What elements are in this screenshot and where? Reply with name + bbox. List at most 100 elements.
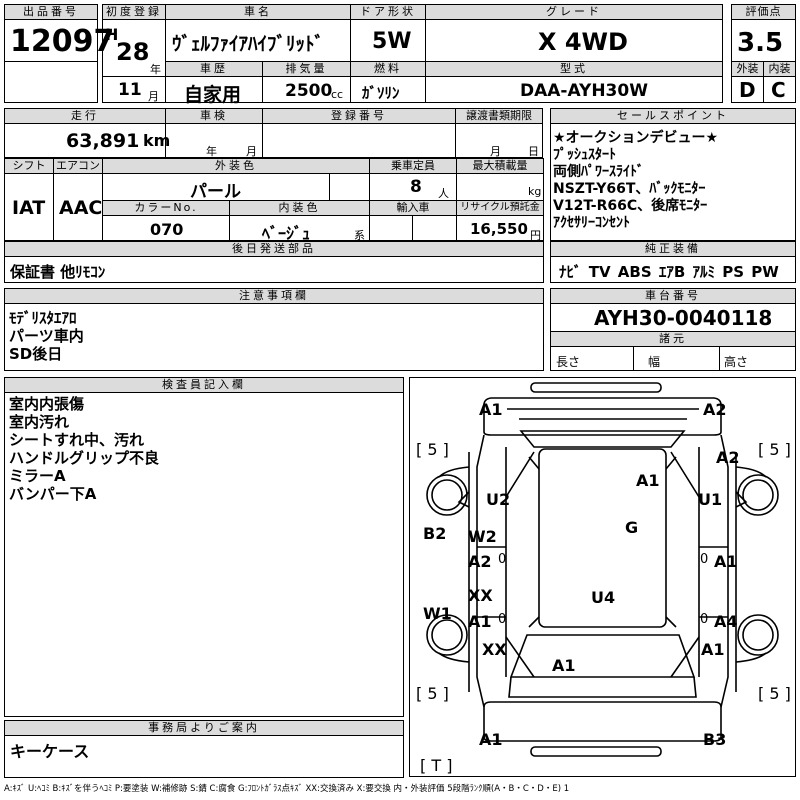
- grade-label: グレード: [425, 4, 723, 20]
- mark-o3: 0: [498, 612, 507, 627]
- recycle-unit: 円: [530, 229, 541, 242]
- recycle-cell: [456, 215, 544, 241]
- model-label: 型式: [425, 61, 723, 77]
- fuel-label: 燃料: [350, 61, 426, 77]
- name-label: 車名: [165, 4, 351, 20]
- equip-label: 純正装備: [550, 241, 796, 257]
- front-left-wheel: [426, 474, 468, 516]
- seats: 8: [410, 177, 422, 197]
- cc-unit: cc: [331, 88, 344, 101]
- door-lines: [505, 447, 700, 677]
- damage-b2: B2: [423, 524, 447, 543]
- damage-b3: B3: [703, 730, 727, 749]
- intcolor-unit: 系: [354, 229, 365, 242]
- grade: X 4WD: [538, 28, 628, 56]
- exterior-label: 外装: [731, 61, 764, 77]
- import-label: 輸入車: [369, 200, 457, 216]
- regno-label: 登録番号: [262, 108, 456, 124]
- door-splits: [477, 546, 728, 618]
- later-parts-cell: [4, 256, 544, 283]
- length-label: 長さ: [556, 355, 581, 369]
- later-parts: 保証書 他ﾘﾓｺﾝ: [10, 263, 106, 281]
- body-sides: [476, 434, 729, 708]
- first-reg-label: 初度登録: [102, 4, 166, 20]
- damage-a1-roof: A1: [636, 471, 660, 490]
- rear-right-wheel: [737, 614, 779, 656]
- interior-cell: [763, 76, 796, 103]
- damage-xx-left: XX: [468, 586, 493, 605]
- transfer-month-unit: 月: [490, 145, 501, 158]
- ac: AAC: [59, 197, 103, 219]
- interior-color: ﾍﾞｰｼﾞｭ: [262, 224, 311, 243]
- front-right-wheel: [737, 474, 779, 516]
- reg-month: 11: [118, 80, 142, 100]
- mark-o2: 0: [700, 552, 709, 567]
- damage-a1-left2: A1: [468, 612, 492, 631]
- front-bumper-bar: [530, 382, 662, 393]
- score-label: 評価点: [731, 4, 796, 20]
- chassis-label: 車台番号: [550, 288, 796, 304]
- rear-right-wheel-inner: [742, 619, 774, 651]
- history: 自家用: [184, 84, 242, 106]
- year-unit: 年: [150, 63, 161, 76]
- history-label: 車歴: [165, 61, 263, 77]
- damage-a2-right: A2: [716, 448, 740, 467]
- exterior-color: パール: [190, 182, 241, 202]
- office-label: 事務局よりご案内: [4, 720, 404, 736]
- spec-label: 諸元: [550, 331, 796, 347]
- rear-left-wheel-inner: [431, 619, 463, 651]
- transfer-label: 譲渡書類期限: [455, 108, 543, 124]
- tire-tread-rr: [ 5 ]: [758, 684, 791, 703]
- equipment: ﾅﾋﾞ TV ABS ｴｱB ｱﾙﾐ PS PW: [559, 263, 779, 281]
- lot-blank: [4, 61, 98, 103]
- legend: A:ｷｽﾞ U:ﾍｺﾐ B:ｷｽﾞを伴うﾍｺﾐ P:要塗装 W:補修跡 S:錆 …: [4, 784, 570, 794]
- month-unit: 月: [148, 90, 159, 103]
- front-bumper: [483, 397, 722, 436]
- mark-o4: 0: [700, 612, 709, 627]
- width-cell: [633, 346, 720, 371]
- office-cell: [4, 735, 404, 778]
- damage-g-glass: G: [625, 518, 639, 537]
- notes-label: 注意事項欄: [4, 288, 544, 304]
- reg-year: 28: [116, 38, 150, 66]
- rear-glass: [509, 634, 696, 678]
- transfer-cell: [455, 123, 543, 158]
- damage-a4: A4: [714, 612, 738, 631]
- inspection-year-unit: 年: [206, 145, 217, 158]
- doors: 5W: [372, 29, 412, 54]
- damage-u2: U2: [486, 490, 511, 509]
- interior-label: 内装: [763, 61, 796, 77]
- ac-label: エアコン: [53, 158, 103, 174]
- fender-arches: [438, 466, 767, 663]
- color-subcell: [329, 173, 370, 201]
- windshield: [519, 430, 686, 448]
- roof-corners: [528, 456, 677, 628]
- damage-w2: W2: [468, 527, 497, 546]
- spare-tire-tread: [ T ]: [420, 756, 453, 775]
- mirrors: [457, 491, 748, 508]
- seats-unit: 人: [438, 187, 449, 200]
- inspector-notes: 室内内張傷 室内汚れ シートすれ中、汚れ ハンドルグリップ不良 ミラーA バンパ…: [9, 395, 160, 503]
- color-number: 070: [150, 220, 184, 239]
- office-text: キーケース: [10, 742, 90, 761]
- color-label: 外装色: [102, 158, 370, 174]
- rear-bumper-bar: [530, 746, 662, 757]
- front-left-wheel-inner: [431, 479, 463, 511]
- chassis-number: AYH30-0040118: [594, 306, 773, 330]
- car-diagram: [426, 382, 779, 757]
- recycle-fee: 16,550: [470, 220, 528, 238]
- width-label: 幅: [648, 355, 661, 369]
- inspector-cell: [4, 392, 404, 717]
- intcolor-label: 内装色: [229, 200, 370, 216]
- model-cell: [425, 76, 723, 103]
- tire-tread-rl: [ 5 ]: [416, 684, 449, 703]
- equip-cell: [550, 256, 796, 283]
- transfer-day-unit: 日: [528, 145, 539, 158]
- displacement: 2500: [285, 81, 333, 101]
- damage-xx-rear: XX: [482, 640, 507, 659]
- damage-a1-rear: A1: [552, 656, 576, 675]
- load-label: 最大積載量: [456, 158, 544, 174]
- displacement-label: 排気量: [262, 61, 351, 77]
- pillar-lines: [505, 451, 700, 678]
- shift-label: シフト: [4, 158, 54, 174]
